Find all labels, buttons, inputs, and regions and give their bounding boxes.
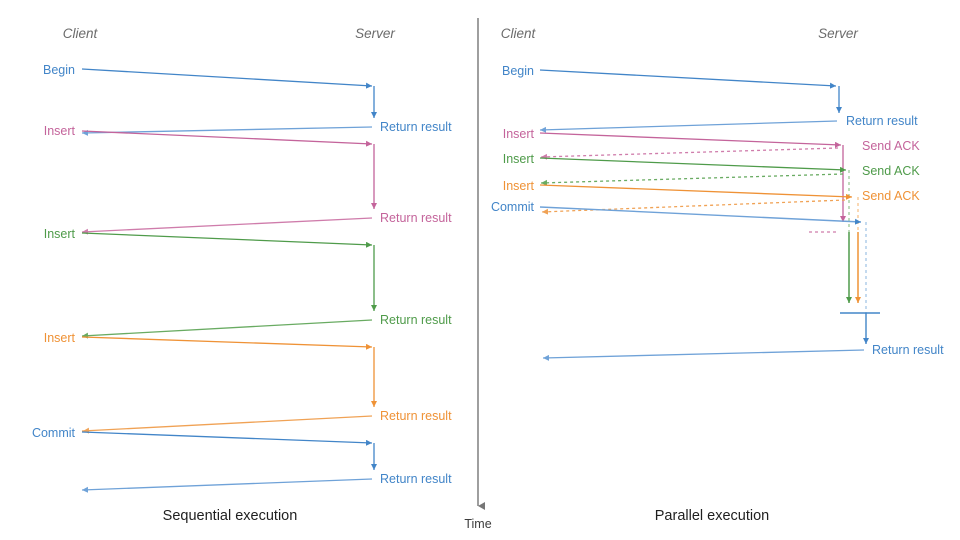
time-axis: Time: [464, 18, 492, 531]
sequential-reply-label-insert-3: Return result: [380, 409, 452, 423]
parallel-request-arrow-insert-3: [539, 184, 853, 200]
sequential-reply-arrow-commit: [81, 478, 373, 493]
parallel-request-arrow-insert-1: [539, 132, 842, 148]
sequential-reply-label-begin: Return result: [380, 120, 452, 134]
sequential-reply-label-insert-2: Return result: [380, 313, 452, 327]
parallel-reply-arrow-begin: [539, 120, 838, 133]
sequential-request-arrow-insert-3: [81, 336, 373, 350]
sequential-request-arrow-begin: [81, 68, 373, 89]
parallel-ack-arrow-insert-1: [540, 147, 839, 160]
sequential-reply-arrow-insert-2: [81, 319, 373, 339]
parallel-reply-label-begin: Return result: [846, 114, 918, 128]
sequential-server-lane-title: Server: [355, 26, 395, 41]
sequential-message-insert-1: Insert Return result: [44, 124, 452, 235]
time-axis-label: Time: [464, 517, 491, 531]
sequential-label-begin: Begin: [43, 63, 75, 77]
parallel-join-and-return: Return result: [542, 312, 944, 361]
sequential-message-begin: Begin Return result: [43, 63, 452, 136]
sequential-message-insert-3: Insert Return result: [44, 331, 452, 434]
sequential-request-arrow-insert-1: [81, 130, 373, 147]
panel-parallel: Client Server Begin Return result Insert…: [491, 26, 944, 524]
parallel-server-lane-title: Server: [818, 26, 858, 41]
parallel-label-insert-2: Insert: [503, 152, 535, 166]
parallel-label-insert-1: Insert: [503, 127, 535, 141]
sequential-message-commit: Commit Return result: [32, 426, 452, 493]
parallel-label-commit: Commit: [491, 200, 535, 214]
parallel-reply-label-insert-2: Send ACK: [862, 164, 920, 178]
parallel-final-reply-label: Return result: [872, 343, 944, 357]
sequential-reply-label-insert-1: Return result: [380, 211, 452, 225]
parallel-request-arrow-begin: [539, 69, 837, 89]
parallel-message-insert-1: Insert Send ACK: [503, 127, 920, 233]
parallel-label-begin: Begin: [502, 64, 534, 78]
parallel-message-begin: Begin Return result: [502, 64, 918, 133]
parallel-ack-arrow-insert-3: [540, 199, 846, 215]
sequential-reply-arrow-begin: [81, 126, 373, 136]
sequential-caption: Sequential execution: [163, 508, 298, 524]
sequential-label-insert-1: Insert: [44, 124, 76, 138]
parallel-reply-label-insert-3: Send ACK: [862, 189, 920, 203]
parallel-request-arrow-insert-2: [539, 157, 847, 173]
sequential-reply-arrow-insert-1: [81, 217, 373, 235]
parallel-request-arrow-commit: [539, 206, 862, 225]
sequential-reply-arrow-insert-3: [81, 415, 373, 434]
parallel-message-insert-3: Insert Send ACK: [503, 179, 920, 303]
sequential-message-insert-2: Insert Return result: [44, 227, 452, 339]
sequential-client-lane-title: Client: [63, 26, 99, 41]
sequential-label-insert-3: Insert: [44, 331, 76, 345]
sequential-reply-label-commit: Return result: [380, 472, 452, 486]
parallel-message-insert-2: Insert Send ACK: [503, 152, 920, 303]
parallel-reply-label-insert-1: Send ACK: [862, 139, 920, 153]
sequential-label-insert-2: Insert: [44, 227, 76, 241]
sequential-label-commit: Commit: [32, 426, 76, 440]
parallel-final-reply-arrow: [542, 349, 865, 361]
parallel-label-insert-3: Insert: [503, 179, 535, 193]
parallel-message-commit: Commit: [491, 200, 867, 313]
parallel-client-lane-title: Client: [501, 26, 537, 41]
parallel-caption: Parallel execution: [655, 508, 769, 524]
panel-sequential: Client Server Begin Return result Insert…: [32, 26, 452, 524]
sequential-request-arrow-commit: [81, 431, 373, 446]
sequential-request-arrow-insert-2: [81, 232, 373, 248]
parallel-ack-arrow-insert-2: [540, 173, 844, 186]
